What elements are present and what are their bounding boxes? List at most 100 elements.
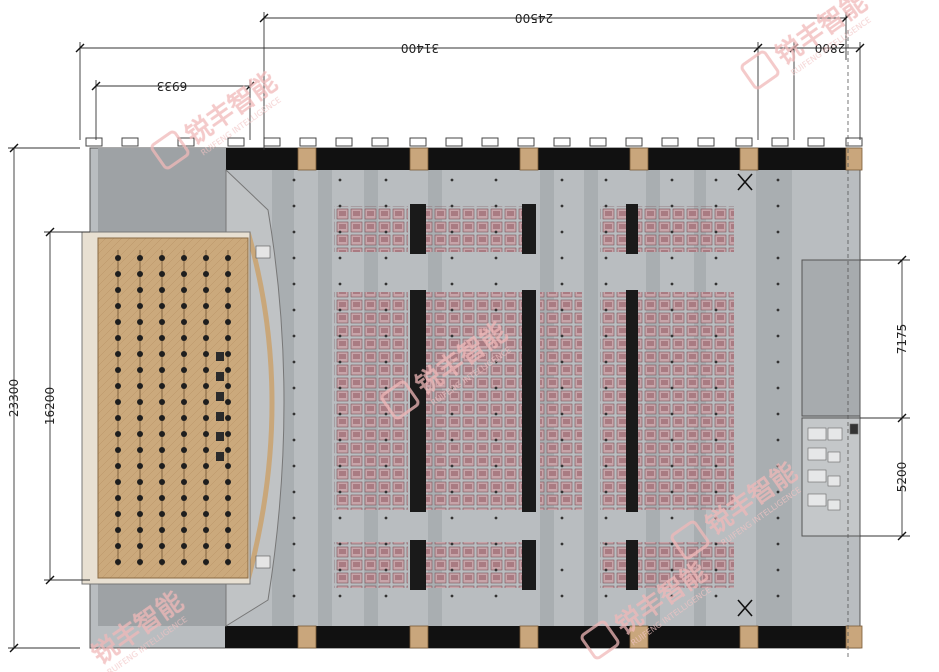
musician-chair <box>137 335 143 341</box>
floor-light <box>338 594 342 598</box>
floor-light <box>292 594 296 598</box>
floor-light <box>670 204 674 208</box>
musician-chair <box>181 559 187 565</box>
musician-chair <box>225 559 231 565</box>
floor-light <box>714 594 718 598</box>
musician-chair <box>225 383 231 389</box>
floor-light <box>604 542 608 546</box>
floor-light <box>560 204 564 208</box>
musician-chair <box>181 479 187 485</box>
musician-chair <box>115 255 121 261</box>
top-window-marks <box>85 137 863 147</box>
floor-light <box>670 594 674 598</box>
floor-light <box>670 412 674 416</box>
floor-light <box>494 594 498 598</box>
musician-chair <box>225 447 231 453</box>
floor-light <box>384 542 388 546</box>
musician-chair <box>115 271 121 277</box>
musician-chair <box>137 319 143 325</box>
musician-chair <box>203 511 209 517</box>
floor-light <box>714 516 718 520</box>
floor-light <box>776 178 780 182</box>
floor-light <box>292 178 296 182</box>
musician-chair <box>137 415 143 421</box>
floor-light <box>338 204 342 208</box>
musician-chair <box>225 255 231 261</box>
musician-chair <box>181 447 187 453</box>
floor-light <box>338 386 342 390</box>
musician-chair <box>203 431 209 437</box>
musician-chair <box>225 319 231 325</box>
musician-chair <box>137 351 143 357</box>
floor-light <box>714 282 718 286</box>
musician-chair <box>159 543 165 549</box>
floor-light <box>450 178 454 182</box>
musician-chair <box>159 303 165 309</box>
floor-light <box>560 230 564 234</box>
musician-chair <box>203 383 209 389</box>
dimension-ticks <box>9 13 907 653</box>
floor-light <box>494 438 498 442</box>
floor-light <box>338 438 342 442</box>
floor-light <box>776 412 780 416</box>
dim-top-left: 6933 <box>157 79 188 93</box>
floor-light <box>494 412 498 416</box>
musician-chair <box>181 399 187 405</box>
musician-chair <box>115 383 121 389</box>
musician-chair <box>181 303 187 309</box>
floor-light <box>450 438 454 442</box>
floor-light <box>494 334 498 338</box>
floor-light <box>450 386 454 390</box>
floor-light <box>384 204 388 208</box>
floor-light <box>714 256 718 260</box>
floor-light <box>292 334 296 338</box>
floor-light <box>494 230 498 234</box>
musician-chair <box>181 335 187 341</box>
floor-light <box>560 256 564 260</box>
floor-light <box>670 308 674 312</box>
musician-chair <box>137 495 143 501</box>
floor-light <box>776 230 780 234</box>
floor-light <box>384 412 388 416</box>
musician-chair <box>137 431 143 437</box>
floor-light <box>776 490 780 494</box>
seat-block <box>334 292 408 510</box>
floor-light <box>670 230 674 234</box>
musician-chair <box>203 559 209 565</box>
door-swings <box>737 173 753 617</box>
musician-chair <box>203 415 209 421</box>
musician-chair <box>203 527 209 533</box>
floor-light <box>384 568 388 572</box>
floor-light <box>604 412 608 416</box>
floor-light <box>714 204 718 208</box>
floor-light <box>604 464 608 468</box>
floor-light <box>670 438 674 442</box>
musician-chair <box>137 527 143 533</box>
musician-chair <box>159 559 165 565</box>
musician-chair <box>203 255 209 261</box>
musician-chair <box>115 431 121 437</box>
floor-light <box>604 204 608 208</box>
musician-chair <box>159 527 165 533</box>
floor-light <box>450 204 454 208</box>
floor-light <box>384 516 388 520</box>
musician-chair <box>137 383 143 389</box>
musician-chair <box>203 351 209 357</box>
floor-light <box>714 360 718 364</box>
seat-block <box>426 542 522 588</box>
musician-chair <box>159 415 165 421</box>
stage <box>81 231 271 585</box>
floor-light <box>450 594 454 598</box>
floor-light <box>450 230 454 234</box>
floor-light <box>338 360 342 364</box>
floor-light <box>384 386 388 390</box>
floor-light <box>714 334 718 338</box>
floor-light <box>292 360 296 364</box>
floor-light <box>338 464 342 468</box>
musician-chair <box>115 527 121 533</box>
floor-light <box>560 542 564 546</box>
floor-light <box>560 516 564 520</box>
musician-chair <box>203 319 209 325</box>
floor-light <box>776 334 780 338</box>
